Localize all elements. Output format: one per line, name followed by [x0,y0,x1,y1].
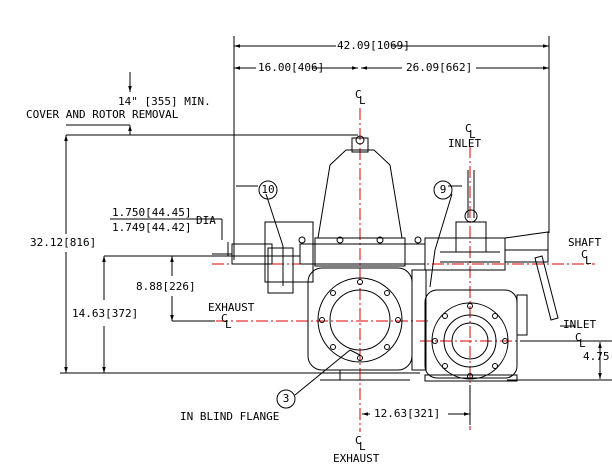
balloon-9: 9 [439,183,447,196]
balloon-3: 3 [282,392,290,405]
inlet-right-label: INLET [563,318,597,331]
cover-removal-value: 14" [355] MIN. [118,95,211,108]
balloon-leaders [236,185,462,396]
centerlines [212,108,595,432]
overall-length-label: 42.09[1069] [337,39,410,52]
balloon-9-circle [433,180,453,200]
shaft-dia-max-label: 1.750[44.45] [112,206,192,219]
inlet-height-label: 4.75[ [583,350,612,363]
overall-height-label: 32.12[816] [30,236,97,249]
balloon-10-circle [258,180,278,200]
balloon-3-circle [276,389,296,409]
shaft-label: SHAFT [568,236,602,249]
shaft-dia-suffix: DIA [196,214,216,227]
left-length-label: 16.00[406] [258,61,325,74]
shaft-dia-min-label: 1.749[44.42] [112,221,192,234]
inlet-offset-label: 12.63[321] [374,407,441,420]
cover-removal-dimension [66,72,358,136]
right-dimensions [362,325,612,425]
cover-removal-label: COVER AND ROTOR REMOVAL [26,108,179,121]
exhaust-bottom-label: EXHAUST [333,452,380,465]
right-length-label: 26.09[662] [406,61,473,74]
blind-flange-label: IN BLIND FLANGE [180,410,280,423]
top-dimensions [233,36,550,260]
machine-outline [212,135,559,382]
shaft-height-label: 14.63[372] [72,307,139,320]
left-vertical-dimensions [60,135,420,374]
balloon-10: 10 [261,183,275,196]
inlet-top-label: INLET [448,137,482,150]
exhaust-left-label: EXHAUST [208,301,255,314]
exhaust-height-label: 8.88[226] [136,280,196,293]
